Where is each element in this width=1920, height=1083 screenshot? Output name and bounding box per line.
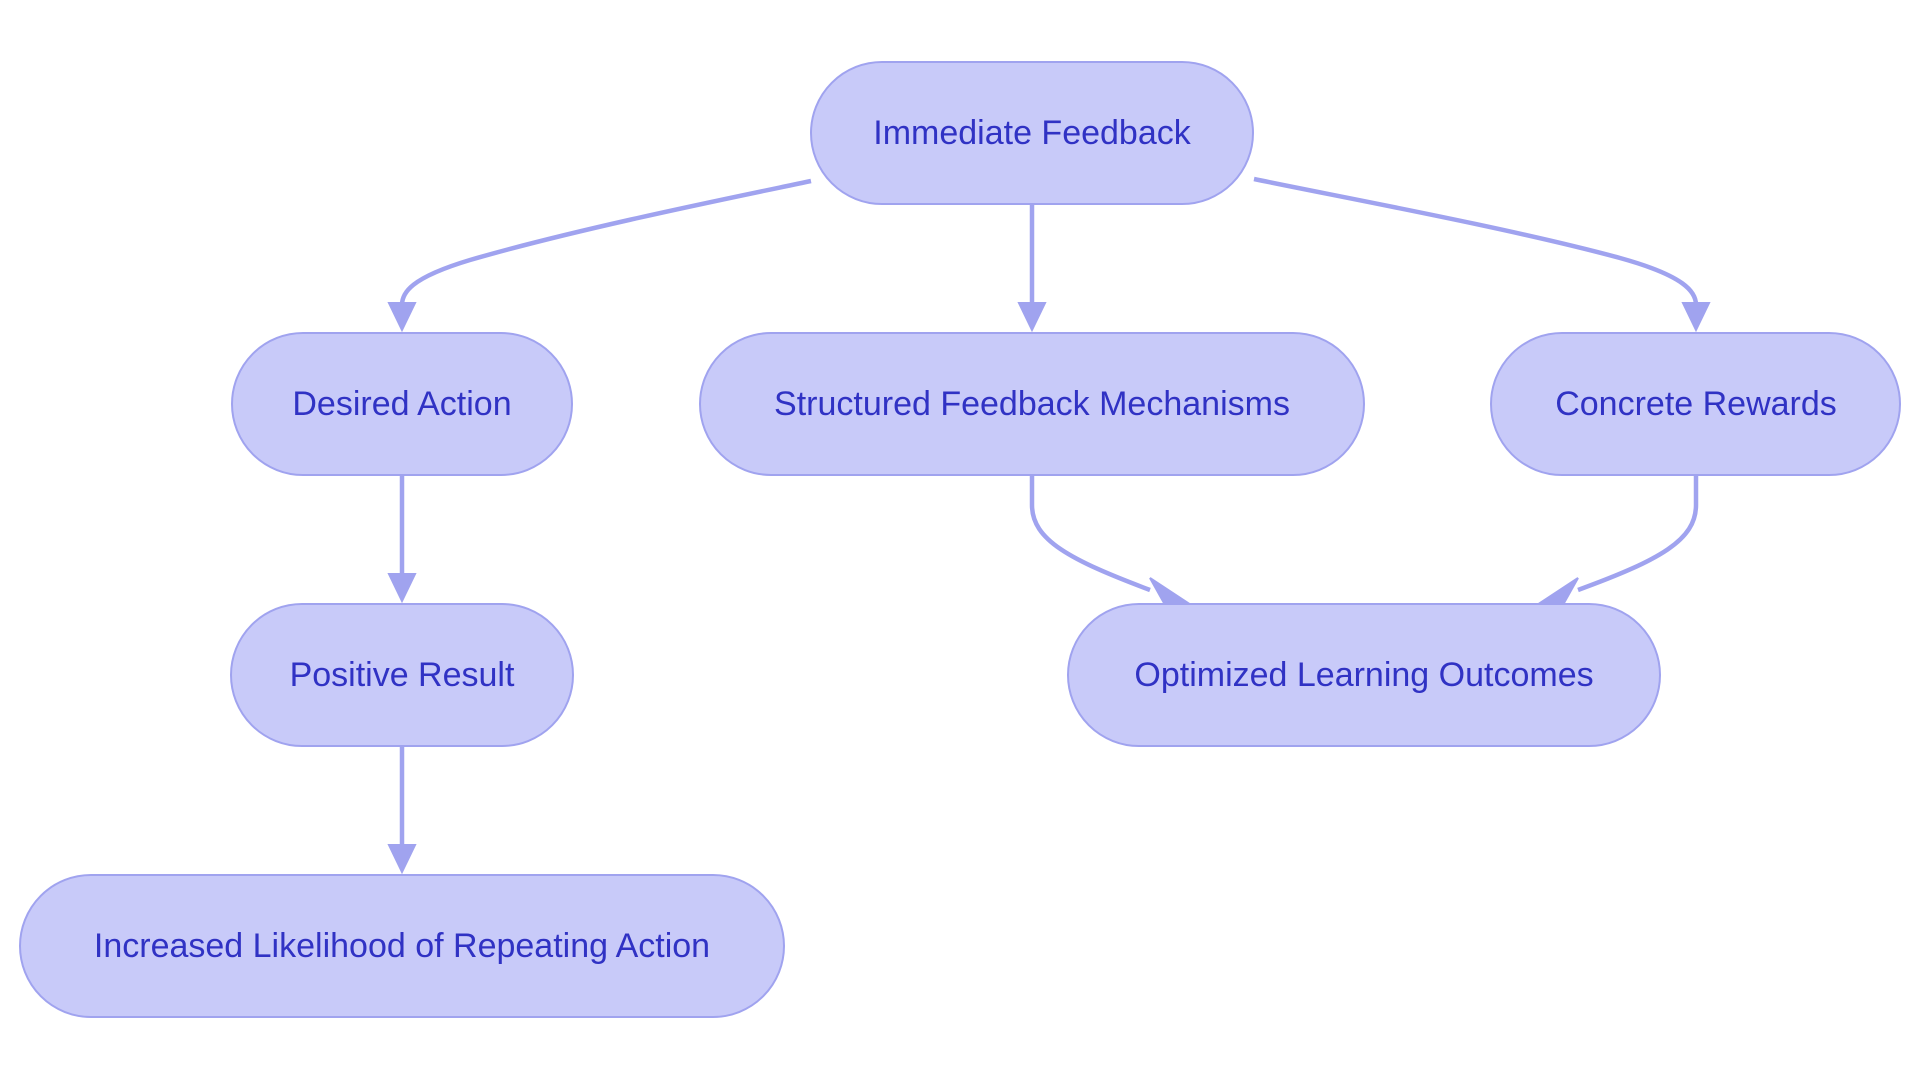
arrow-head [1149,577,1192,604]
arrow-head [387,844,417,875]
edge-concrete-rewards-to-optimized-outcomes [1577,476,1699,593]
arrow-head [1017,302,1047,333]
node-label: Desired Action [292,385,511,423]
edge-structured-feedback-to-optimized-outcomes [1029,476,1151,593]
node-label: Optimized Learning Outcomes [1134,656,1593,694]
node-structured-feedback-mechanisms: Structured Feedback Mechanisms [699,332,1365,476]
node-desired-action: Desired Action [231,332,573,476]
arrow-head [1681,302,1711,333]
edge-immediate-feedback-to-concrete-rewards [1253,176,1699,306]
node-label: Positive Result [290,656,515,694]
edge-immediate-feedback-to-desired-action [399,178,812,306]
node-concrete-rewards: Concrete Rewards [1490,332,1901,476]
node-optimized-learning-outcomes: Optimized Learning Outcomes [1067,603,1661,747]
node-increased-likelihood-of-repeating-action: Increased Likelihood of Repeating Action [19,874,785,1018]
arrow-head [387,573,417,604]
node-label: Concrete Rewards [1555,385,1837,423]
node-positive-result: Positive Result [230,603,574,747]
nodes: Immediate Feedback Desired Action Struct… [19,61,1901,1018]
node-immediate-feedback: Immediate Feedback [810,61,1254,205]
arrow-head [387,302,417,333]
node-label: Increased Likelihood of Repeating Action [94,927,710,965]
arrow-head [1536,577,1579,604]
edges [387,176,1711,875]
node-label: Immediate Feedback [873,114,1191,152]
node-label: Structured Feedback Mechanisms [774,385,1290,423]
